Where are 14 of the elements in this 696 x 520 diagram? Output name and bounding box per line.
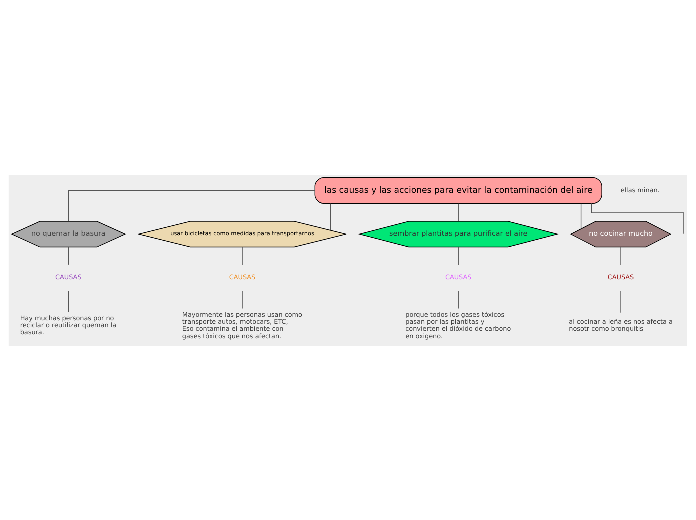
connector [68,190,316,222]
connector [620,290,622,313]
connector [242,290,243,309]
connector [330,202,332,230]
connector [458,246,459,265]
connector [68,290,70,312]
connector [458,202,459,222]
connector [580,202,582,229]
connector [620,246,622,265]
connector [242,246,243,265]
connector [458,290,459,309]
connector [591,202,684,234]
node-box: las causas y las acciones para evitar la contaminación del aire [314,177,602,204]
connector [68,246,70,265]
